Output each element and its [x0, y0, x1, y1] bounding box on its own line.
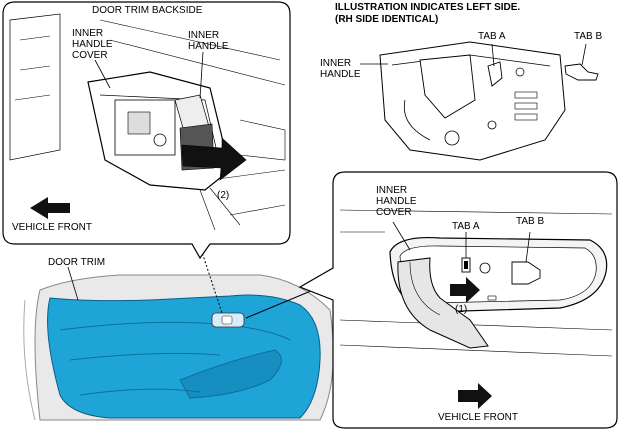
step-2-label: (2)	[217, 190, 230, 201]
inner-handle-illustration	[360, 41, 599, 161]
tab-b-top-marker	[564, 63, 599, 81]
vehicle-front-arrow-right	[458, 383, 492, 409]
step-1-label: (1)	[455, 304, 468, 315]
vehicle-front-left-label: VEHICLE FRONT	[12, 222, 93, 233]
note-line-1: ILLUSTRATION INDICATES LEFT SIDE.	[335, 2, 521, 13]
door-trim-backside-label: DOOR TRIM BACKSIDE	[92, 5, 203, 16]
note-line-2: (RH SIDE IDENTICAL)	[335, 14, 439, 25]
inner-handle-top-label: INNER HANDLE	[188, 30, 229, 52]
tab-b-detail-marker	[511, 261, 541, 285]
door-trim-illustration	[23, 245, 334, 421]
detail-callout-panel	[298, 171, 618, 429]
inner-handle-cover-top-label: INNER HANDLE COVER	[72, 28, 113, 61]
tab-a-top-label: TAB A	[478, 31, 506, 42]
inner-handle-cover-right-label: INNER HANDLE COVER	[376, 185, 417, 218]
tab-b-detail-label: TAB B	[516, 216, 545, 227]
tab-a-top-marker	[487, 61, 503, 87]
vehicle-front-arrow-left	[30, 197, 70, 219]
backside-callout-panel	[2, 1, 291, 260]
vehicle-front-right-label: VEHICLE FRONT	[438, 412, 519, 423]
inner-handle-right-label: INNER HANDLE	[320, 58, 361, 80]
removal-arrow-2	[181, 137, 247, 181]
tab-b-top-label: TAB B	[574, 31, 603, 42]
door-trim-label: DOOR TRIM	[48, 257, 106, 268]
tab-a-detail-label: TAB A	[452, 221, 480, 232]
removal-arrow-1	[450, 277, 480, 303]
